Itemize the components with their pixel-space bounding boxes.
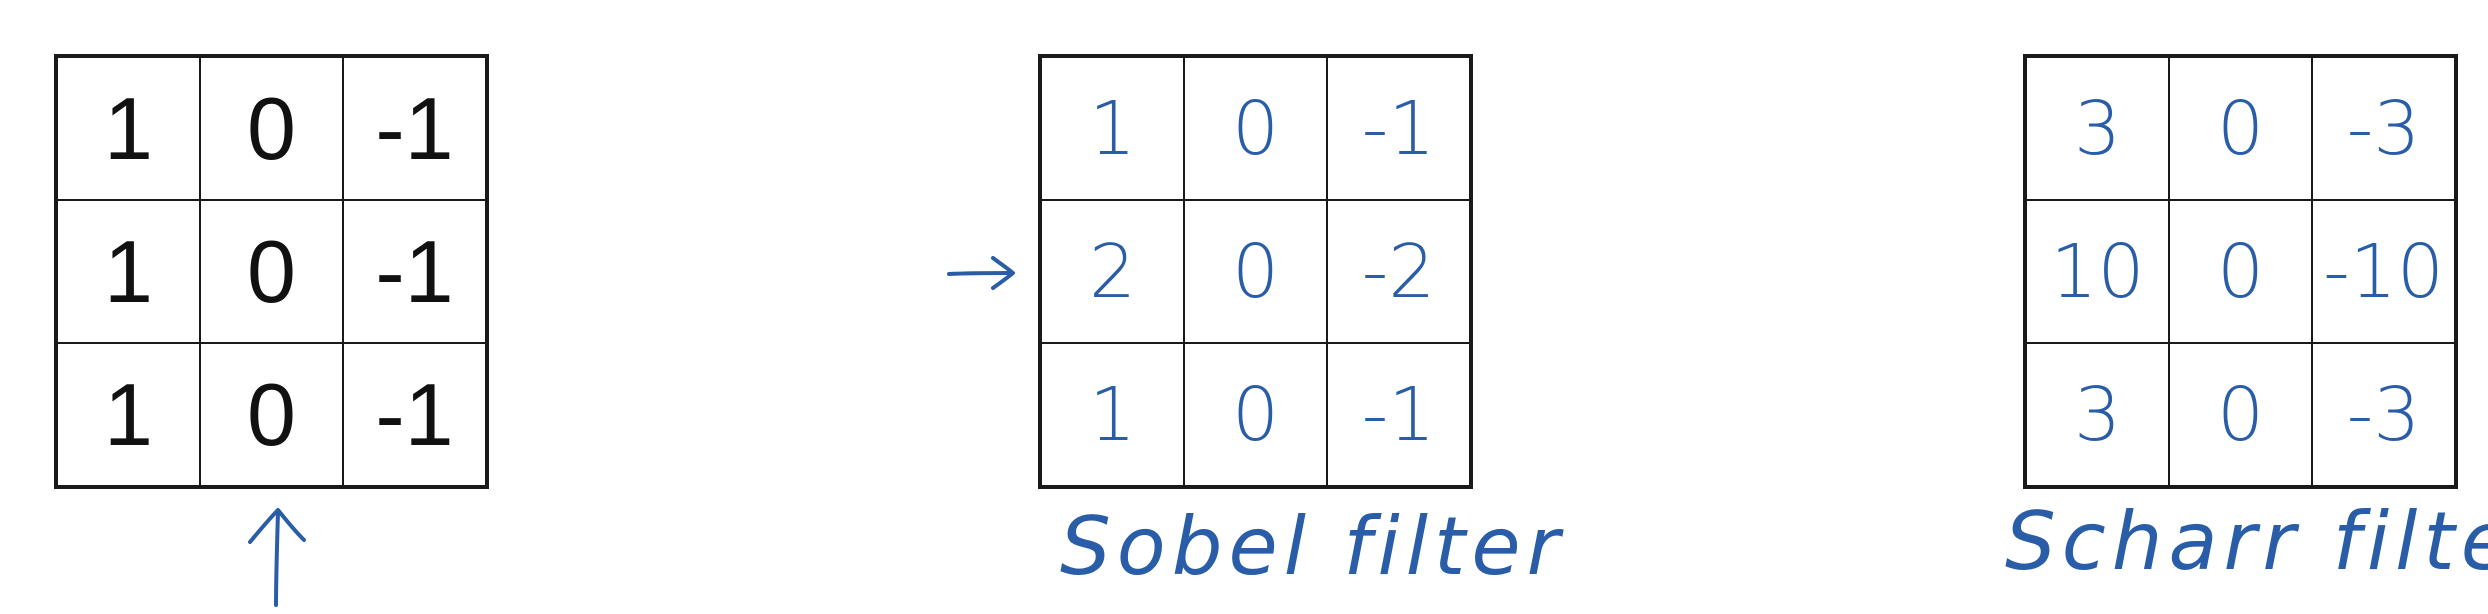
matrix-cell: 0 xyxy=(1184,200,1327,343)
scharr-filter-matrix: 3 0 -3 10 0 -10 3 0 -3 xyxy=(2023,54,2458,489)
matrix-cell: 2 xyxy=(1041,200,1184,343)
matrix-cell: 3 xyxy=(2026,343,2169,486)
matrix-cell: -3 xyxy=(2312,57,2455,200)
sobel-filter-caption: Sobel filter xyxy=(1060,500,1566,593)
matrix-cell: 10 xyxy=(2026,200,2169,343)
matrix-cell: 0 xyxy=(200,57,343,200)
matrix-cell: 0 xyxy=(1184,343,1327,486)
matrix-cell: -3 xyxy=(2312,343,2455,486)
matrix-cell: -1 xyxy=(343,57,486,200)
matrix-cell: 1 xyxy=(57,57,200,200)
matrix-cell: -1 xyxy=(1327,343,1470,486)
matrix-cell: 1 xyxy=(1041,343,1184,486)
matrix-cell: -1 xyxy=(1327,57,1470,200)
matrix-cell: -10 xyxy=(2312,200,2455,343)
matrix-cell: 0 xyxy=(200,200,343,343)
matrix-cell: -1 xyxy=(343,343,486,486)
matrix-cell: 0 xyxy=(2169,57,2312,200)
matrix-cell: 0 xyxy=(2169,343,2312,486)
matrix-cell: -1 xyxy=(343,200,486,343)
matrix-cell: 1 xyxy=(1041,57,1184,200)
matrix-cell: 0 xyxy=(1184,57,1327,200)
matrix-cell: 0 xyxy=(200,343,343,486)
sobel-filter-matrix: 1 0 -1 2 0 -2 1 0 -1 xyxy=(1038,54,1473,489)
matrix-cell: 0 xyxy=(2169,200,2312,343)
scharr-filter-caption: Scharr filter xyxy=(2005,495,2488,588)
matrix-cell: -2 xyxy=(1327,200,1470,343)
matrix-cell: 1 xyxy=(57,200,200,343)
matrix-cell: 3 xyxy=(2026,57,2169,200)
right-arrow-icon xyxy=(947,256,1015,290)
matrix-cell: 1 xyxy=(57,343,200,486)
up-arrow-icon xyxy=(248,508,306,607)
vertical-edge-filter-matrix: 1 0 -1 1 0 -1 1 0 -1 xyxy=(54,54,489,489)
